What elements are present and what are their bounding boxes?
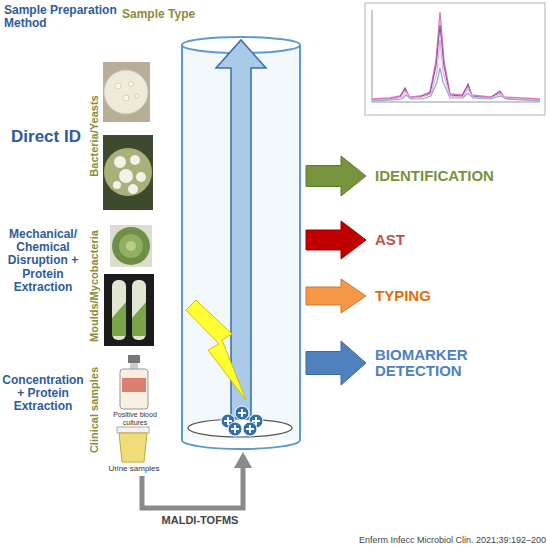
bracket-arrowhead (234, 452, 252, 468)
outcome-label: IDENTIFICATION (375, 168, 493, 184)
culture-tube (132, 280, 146, 340)
culture-tube (112, 280, 126, 340)
colony (113, 181, 121, 189)
spectrum-panel (365, 3, 545, 115)
culture-slant (132, 302, 146, 336)
spectrum-axis (372, 102, 540, 103)
mould-plate-photo (110, 225, 152, 267)
column-header: Sample Preparation Method (4, 4, 122, 30)
culture-slant (112, 302, 126, 336)
outcome-arrow (305, 155, 367, 197)
colony (130, 155, 140, 165)
colony (123, 95, 129, 101)
outcome-arrow-shape (306, 341, 366, 385)
method-label: Concentration + Protein Extraction (1, 374, 85, 414)
mould-colony (112, 227, 150, 265)
outcome-arrow (305, 220, 367, 260)
column-header: Sample Type (122, 8, 212, 21)
outcome-label: TYPING (375, 288, 493, 304)
ion-cluster (221, 406, 263, 436)
citation-caption: Enferm Infecc Microbiol Clin. 2021;39:19… (296, 535, 546, 545)
outcome-arrow-shape (306, 279, 366, 313)
petri-dish (104, 148, 152, 196)
method-label: Direct ID (4, 128, 88, 147)
spectrum-trace (372, 25, 540, 100)
flight-tube-bottom (182, 440, 300, 449)
petri-dish (104, 70, 148, 114)
blood-culture-bottle (120, 369, 148, 409)
flight-tube-wall (299, 45, 301, 440)
colony (119, 169, 133, 183)
sample-caption: Urine samples (102, 465, 166, 474)
spectrum-trace (372, 68, 540, 101)
outcome-box: TYPING (305, 278, 545, 314)
bottle-cap (128, 355, 140, 363)
outcome-arrow-shape (306, 221, 366, 259)
laser-bolt (186, 300, 246, 400)
bottle-label-band (122, 378, 146, 392)
sample-caption: Positive blood cultures (108, 411, 162, 426)
urine-cup-lid (117, 427, 149, 433)
outcome-arrow-shape (306, 156, 366, 196)
yeast-plate-photo (103, 135, 153, 210)
spectrum-axis (372, 10, 373, 102)
mould-colony (126, 241, 136, 251)
spectrum-trace (372, 12, 540, 99)
colony (136, 172, 146, 182)
outcome-label: AST (375, 232, 493, 248)
spectrum-trace (372, 40, 540, 100)
method-label: Mechanical/ Chemical Disruption + Protei… (1, 228, 85, 294)
mycobacteria-tubes-photo (104, 274, 154, 346)
urine-cup (119, 433, 147, 462)
bacteria-plate-photo (103, 62, 150, 122)
colony (129, 82, 134, 87)
sample-target-plate (188, 419, 292, 437)
sample-type-label: Bacteria/Yeasts (87, 61, 101, 211)
colony (135, 94, 139, 98)
ion-charge-sign (224, 409, 260, 433)
outcome-box: BIOMARKER DETECTION (305, 340, 545, 386)
outcome-box: AST (305, 220, 545, 260)
colony (128, 184, 138, 194)
outcome-box: IDENTIFICATION (305, 155, 545, 197)
colony (114, 156, 126, 168)
outcome-label: BIOMARKER DETECTION (375, 347, 493, 379)
mould-colony (119, 234, 143, 258)
sample-type-label: Clinical samples (87, 355, 101, 465)
instrument-label: MALDI-TOFMS (145, 514, 255, 526)
colony (115, 83, 121, 89)
sample-type-label: Moulds/Mycobacteria (87, 211, 101, 361)
outcome-arrow (305, 278, 367, 314)
flight-tube-wall (181, 45, 183, 440)
bottle-neck (130, 363, 138, 369)
outcome-arrow (305, 340, 367, 386)
